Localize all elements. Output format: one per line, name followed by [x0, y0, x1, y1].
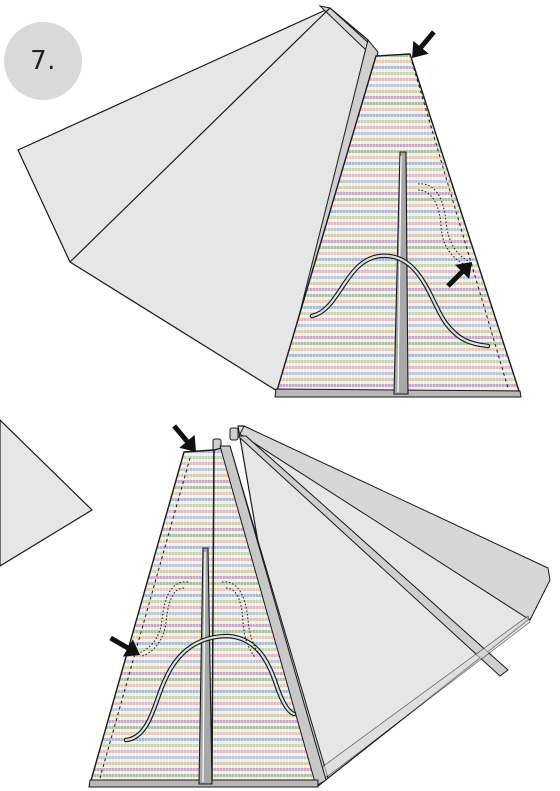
grey-panel-fan-edge [239, 425, 551, 621]
step-number: 7. [30, 46, 56, 76]
curved-cord-top-inner [310, 254, 490, 348]
center-slit-top [393, 151, 409, 395]
arrow-icon [109, 635, 140, 657]
grey-panel-fan-crease [236, 435, 509, 677]
seam-tab [229, 427, 239, 441]
stitch-line-left [99, 457, 191, 779]
slit-highlight [202, 551, 206, 783]
dotted-tuck-bottom-left [135, 581, 189, 655]
arrow-icon [172, 424, 196, 452]
curved-cord-bottom-inner [124, 634, 296, 742]
stitch-line-right [411, 61, 509, 389]
striped-panel-side-strip [219, 445, 327, 787]
center-slit-bottom [198, 547, 213, 785]
arrow-icon [446, 262, 472, 288]
arrow-icon [412, 30, 436, 58]
dotted-tuck-bottom-left-inner [141, 587, 185, 657]
dotted-tuck-top [417, 183, 471, 263]
grey-panel-crease [69, 7, 331, 263]
grey-panel-left-partial [0, 419, 93, 567]
step-number-badge: 7. [4, 22, 82, 100]
striped-panel-bottom-left [89, 449, 215, 785]
bottom-assembly [0, 419, 551, 788]
dotted-tuck-top-inner [417, 189, 465, 265]
top-assembly [17, 5, 522, 398]
slit-highlight [397, 155, 402, 393]
